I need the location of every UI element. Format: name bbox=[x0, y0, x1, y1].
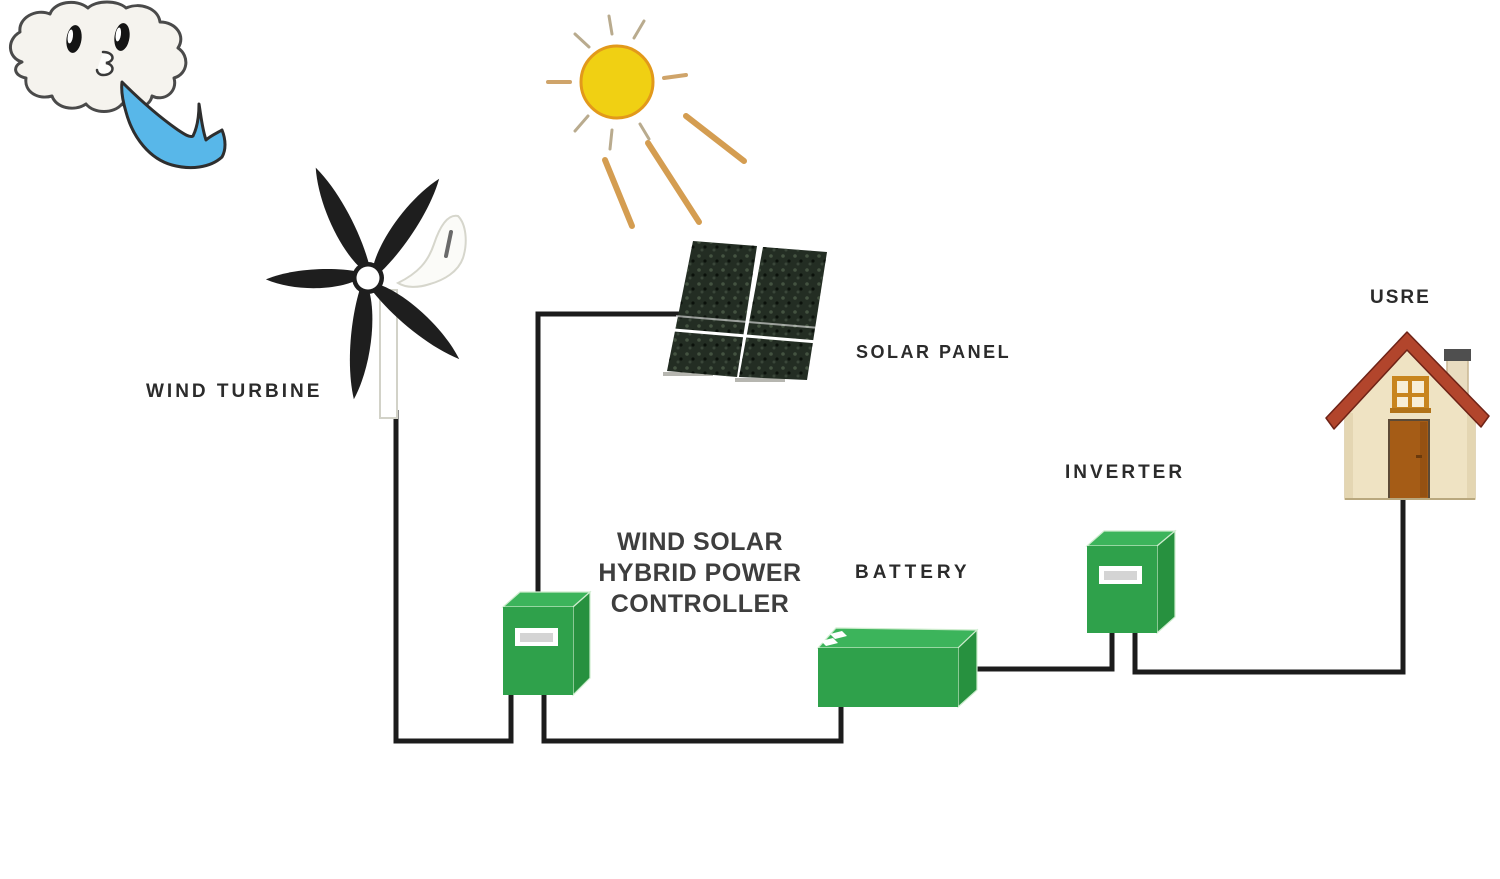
battery-terminal-1 bbox=[830, 631, 847, 639]
turbine-hub bbox=[356, 266, 380, 290]
controller-label-line1: WIND SOLAR bbox=[616, 528, 784, 556]
cloud-body bbox=[9, 0, 188, 113]
panel-left bbox=[667, 241, 757, 377]
wind-turbine-label: WIND TURBINE bbox=[146, 381, 323, 402]
panel-base-left bbox=[663, 372, 713, 376]
house-window bbox=[1390, 376, 1431, 413]
battery-box-icon bbox=[816, 627, 979, 709]
turbine-tail-mark bbox=[444, 230, 453, 258]
wire-inverter-to-house bbox=[1132, 490, 1406, 675]
wire-controller-to-battery bbox=[541, 683, 844, 744]
battery-front-face bbox=[818, 648, 958, 707]
turbine-blades bbox=[265, 167, 460, 400]
user-label: USRE bbox=[1370, 287, 1431, 308]
controller-display-inner bbox=[520, 633, 553, 642]
house-chimney-cap bbox=[1444, 349, 1471, 361]
house-door bbox=[1388, 419, 1430, 500]
sun-beams bbox=[602, 113, 747, 229]
house-icon bbox=[1325, 331, 1490, 500]
inverter-label: INVERTER bbox=[1065, 462, 1186, 483]
wind-gust bbox=[120, 80, 227, 170]
wire-battery-to-inverter bbox=[966, 624, 1115, 672]
cloud-left-eye bbox=[66, 25, 82, 53]
controller-box-icon bbox=[501, 590, 592, 697]
sun-icon bbox=[546, 14, 747, 229]
controller-label-line2: HYBRID POWER bbox=[598, 559, 802, 587]
wire-solarpanel-to-controller bbox=[535, 311, 690, 612]
wind-turbine-icon bbox=[265, 167, 467, 419]
controller-label: WIND SOLAR HYBRID POWER CONTROLLER bbox=[588, 527, 812, 620]
solar-panel-label: SOLAR PANEL bbox=[856, 342, 1012, 362]
panel-base-right bbox=[735, 378, 785, 382]
inverter-display-inner bbox=[1104, 571, 1137, 580]
controller-label-line3: CONTROLLER bbox=[610, 590, 790, 618]
house-facade-shade-right bbox=[1467, 413, 1475, 499]
sun-short-rays bbox=[546, 14, 688, 151]
controller-front-face bbox=[503, 607, 573, 695]
inverter-front-face bbox=[1087, 546, 1157, 633]
battery-top-face bbox=[816, 627, 979, 649]
inverter-side-face bbox=[1156, 529, 1176, 635]
wire-turbine-to-controller bbox=[393, 410, 514, 744]
battery-label: BATTERY bbox=[855, 562, 971, 583]
cloud-mouth bbox=[95, 50, 114, 77]
panel-right bbox=[739, 247, 827, 380]
house-facade-shade-left bbox=[1345, 413, 1353, 499]
battery-terminal-2 bbox=[821, 638, 838, 646]
cloud-wind-icon bbox=[9, 0, 227, 170]
inverter-box-icon bbox=[1085, 529, 1177, 635]
cloud-right-eye bbox=[114, 23, 130, 51]
solar-panel-icon bbox=[663, 241, 827, 382]
house-roof bbox=[1325, 331, 1490, 430]
sun-disc bbox=[579, 44, 655, 120]
